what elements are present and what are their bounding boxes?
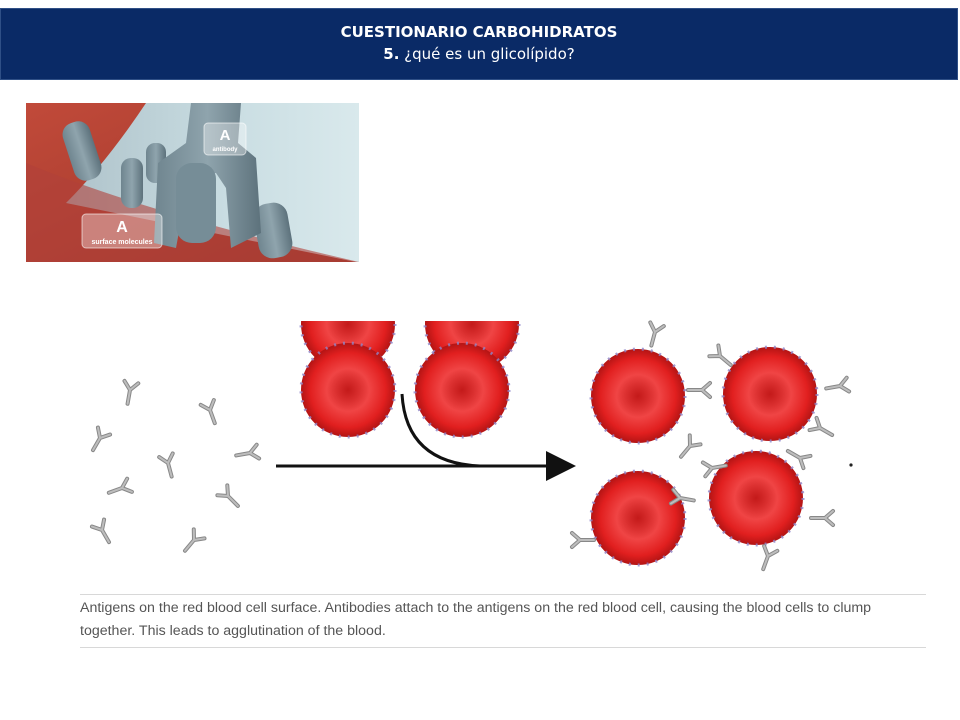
figure-caption-box: Antigens on the red blood cell surface. … — [80, 594, 926, 648]
agglutinated-cells — [570, 320, 852, 574]
question-line: 5. ¿qué es un glicolípido? — [1, 45, 957, 63]
figure-caption: Antigens on the red blood cell surface. … — [80, 600, 872, 639]
reaction-arrow — [276, 393, 576, 481]
antibody-binding-illustration: A antibody A surface molecules — [26, 103, 359, 262]
antibody-label-letter: A — [220, 127, 231, 144]
free-antibodies — [84, 378, 262, 558]
antibody-shape — [154, 103, 261, 248]
antibody-label-text: antibody — [213, 147, 239, 153]
surface-label-letter: A — [116, 219, 128, 236]
question-number: 5. — [383, 45, 400, 63]
surface-molecule-shapes — [62, 121, 293, 259]
surface-label-text: surface molecules — [91, 239, 152, 246]
quiz-title: CUESTIONARIO CARBOHIDRATOS — [340, 23, 618, 41]
agglutination-diagram — [80, 318, 870, 574]
question-header: CUESTIONARIO CARBOHIDRATOS 5. ¿qué es un… — [0, 8, 958, 80]
question-text: ¿qué es un glicolípido? — [399, 45, 575, 63]
red-blood-cells-before — [299, 318, 521, 439]
